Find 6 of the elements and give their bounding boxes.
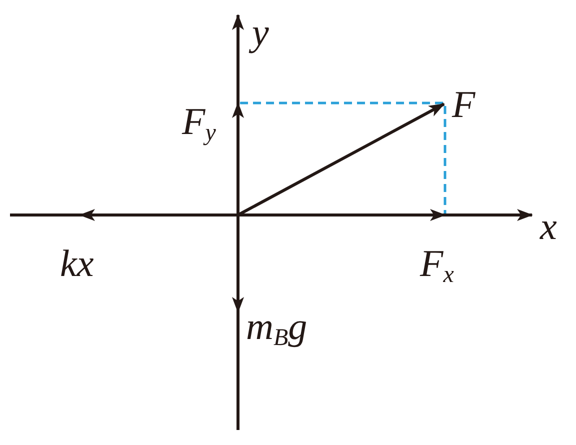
axis-label: x	[540, 208, 557, 246]
force-label: F	[452, 86, 476, 124]
force-label: kx	[60, 245, 94, 283]
force-label: F$_{x}$	[420, 245, 454, 287]
force-label: m$_{B}$g	[246, 308, 308, 350]
force-label: F$_{y}$	[182, 103, 216, 145]
